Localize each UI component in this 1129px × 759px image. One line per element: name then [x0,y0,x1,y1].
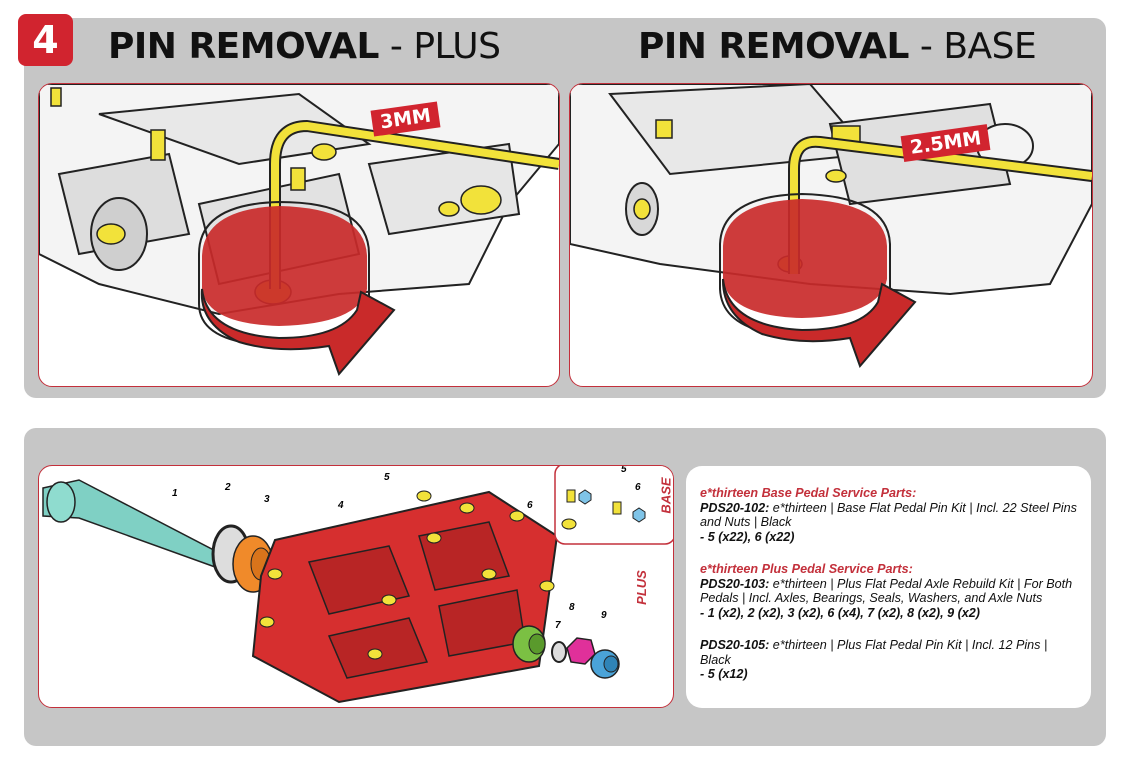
inset-callout-6: 6 [635,482,641,493]
plus-part-desc-2: e*thirteen | Plus Flat Pedal Pin Kit | I… [700,638,1048,667]
plus-pin-removal-illustration: 3MM [38,83,560,387]
plus-part-qty-2: - 5 (x12) [700,667,748,681]
service-parts-info: e*thirteen Base Pedal Service Parts: PDS… [686,466,1091,708]
plus-pin-kit-section: PDS20-105: e*thirteen | Plus Flat Pedal … [700,638,1070,682]
step-number: 4 [32,18,59,62]
callout-2: 2 [225,482,231,493]
plus-part-qty-1: - 1 (x2), 2 (x2), 3 (x2), 6 (x4), 7 (x2)… [700,605,980,620]
callout-4: 4 [338,500,344,511]
plus-part-number-2: PDS20-105: [700,638,770,652]
end-cap-icon [590,649,620,679]
axle-icon [42,479,230,574]
callout-3: 3 [264,494,270,505]
callout-9: 9 [601,610,607,621]
inset-base-pins [561,489,622,530]
base-parts-heading: e*thirteen Base Pedal Service Parts: [700,486,917,500]
pin-icon [259,490,555,660]
exploded-pedal-drawing [42,466,673,704]
pedal-body-icon [251,490,559,704]
hex-key-icon [269,120,559,289]
plus-pedal-drawing [39,84,559,376]
hex-key-icon [788,135,1092,274]
inset-callout-5: 5 [621,465,627,475]
rotate-arrow-icon [198,200,396,376]
heading-base: PIN REMOVAL - BASE [638,26,1037,67]
spacer-icon [551,641,567,663]
plus-part-number-1: PDS20-103: [700,576,770,591]
pin-icon [50,87,502,305]
base-pedal-drawing [570,84,1092,368]
plus-parts-heading: e*thirteen Plus Pedal Service Parts: [700,562,913,576]
base-part-qty: - 5 (x22), 6 (x22) [700,529,795,544]
callout-6: 6 [527,500,533,511]
callout-5: 5 [384,472,390,483]
plus-parts-section: e*thirteen Plus Pedal Service Parts: PDS… [700,562,1080,620]
heading-plus-bold: PIN REMOVAL [108,26,379,67]
step-number-badge: 4 [18,14,73,66]
callout-1: 1 [172,488,178,499]
plus-side-label: PLUS [633,570,649,605]
heading-base-bold: PIN REMOVAL [638,26,909,67]
heading-plus-rest: - PLUS [378,26,501,67]
callout-7: 7 [555,620,561,631]
heading-base-rest: - BASE [908,26,1037,67]
heading-plus: PIN REMOVAL - PLUS [108,26,501,67]
rotate-arrow-icon [719,192,917,368]
plus-part-desc-1: e*thirteen | Plus Flat Pedal Axle Rebuil… [700,576,1073,606]
base-pin-removal-illustration: 2.5MM [569,83,1093,387]
base-part-number: PDS20-102: [700,500,770,515]
base-side-label: BASE [658,477,674,514]
base-parts-section: e*thirteen Base Pedal Service Parts: PDS… [700,486,1080,544]
callout-8: 8 [569,602,575,613]
base-part-desc: e*thirteen | Base Flat Pedal Pin Kit | I… [700,500,1077,530]
exploded-view-diagram: 1 2 3 4 5 6 7 8 9 5 6 PLUS BASE [38,465,674,708]
inset-base-nuts [578,489,646,523]
washer-icon [512,625,546,663]
